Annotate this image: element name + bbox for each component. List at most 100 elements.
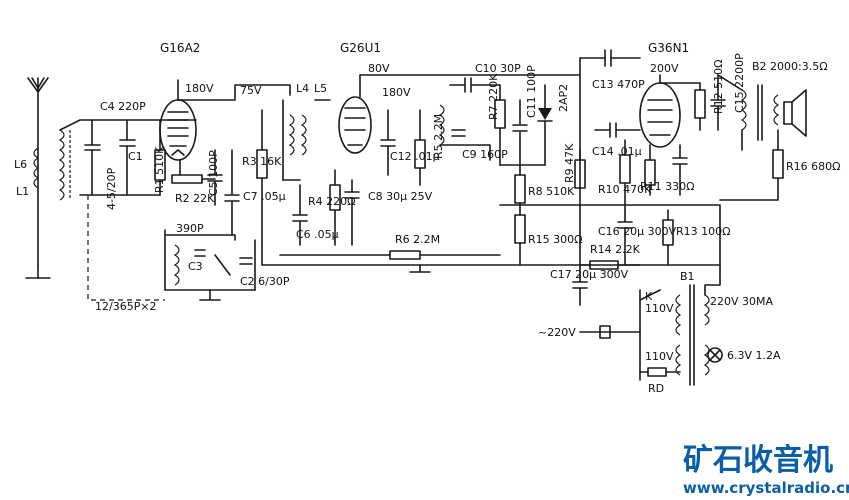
label-c6: C6 .05μ — [296, 228, 339, 241]
label-r11: R11 330Ω — [640, 180, 695, 193]
lamp-icon — [707, 347, 723, 363]
mains-plug-icon — [579, 325, 641, 339]
diode-2ap2 — [537, 84, 553, 166]
label-r4: R4 220Ω — [308, 195, 356, 208]
label-r1: R1 510K — [153, 146, 166, 193]
label-c3-pad: 390P — [176, 222, 204, 235]
capacitor-c14 — [594, 122, 641, 138]
resistor-r15 — [514, 209, 526, 266]
label-c17: C17 20μ 300V — [550, 268, 629, 281]
capacitor-c17 — [572, 264, 588, 306]
label-l6: L6 — [14, 158, 27, 171]
label-c7: C7 .05μ — [243, 190, 286, 203]
label-r6: R6 2.2M — [395, 233, 440, 246]
resistor-r7 — [494, 84, 506, 166]
resistor-r6 — [279, 250, 501, 260]
capacitor-c11 — [512, 99, 528, 166]
label-r15: R15 300Ω — [528, 233, 583, 246]
second-if-coil — [438, 104, 491, 161]
tube-v3 — [639, 82, 681, 148]
label-r14: R14 2.2K — [590, 243, 641, 256]
capacitor-c5 — [207, 149, 223, 206]
label-r3: R3 16K — [242, 155, 282, 168]
resistor-r9 — [574, 149, 586, 189]
capacitor-c6 — [292, 184, 308, 246]
label-c15: C15 2200P — [733, 53, 746, 113]
capacitor-c16 — [617, 209, 633, 266]
capacitor-c12 — [380, 109, 396, 176]
resistor-r4 — [329, 169, 341, 246]
v2-plate-voltage: 180V — [382, 86, 411, 99]
label-r5: R5 2.2M — [432, 114, 445, 159]
output-transformer — [717, 74, 780, 151]
voltage-80v: 80V — [368, 62, 390, 75]
resistor-r2 — [171, 159, 216, 184]
label-c11: C11 100P — [525, 65, 538, 118]
label-switch-k: K — [645, 290, 653, 303]
label-c13: C13 470P — [592, 78, 645, 91]
label-r8: R8 510K — [528, 185, 575, 198]
label-c5: C5 100P — [207, 150, 220, 196]
label-r16: R16 680Ω — [786, 160, 841, 173]
watermark-title: 矿石收音机 — [683, 443, 833, 478]
label-c16: C16 20μ 300V — [598, 225, 677, 238]
label-l5: L5 — [314, 82, 327, 95]
label-b1-primary-hi: 110V — [645, 302, 674, 315]
label-r7: R7 220K — [487, 73, 500, 120]
fuse-rd — [639, 367, 681, 377]
speaker-icon — [783, 89, 807, 137]
watermark-url: www.crystalradio.cn — [683, 479, 849, 497]
resistor-r11 — [644, 144, 656, 196]
label-gang-cap: 12/365P×2 — [95, 300, 157, 313]
tube-v1-label: G16A2 — [160, 41, 200, 55]
label-b1-primary-lo: 110V — [645, 350, 674, 363]
label-mains: ~220V — [538, 326, 576, 339]
capacitor-c15 — [710, 74, 726, 131]
capacitor-c13 — [579, 49, 641, 67]
resistor-r3 — [256, 109, 268, 246]
capacitor-c10 — [449, 77, 501, 93]
if-transformer — [282, 99, 331, 181]
v1-plate-voltage: 180V — [185, 82, 214, 95]
oscillator-coil — [164, 229, 256, 291]
input-tuning-caps — [79, 119, 165, 301]
resistor-r14 — [579, 260, 641, 270]
label-b1: B1 — [680, 270, 695, 283]
tube-v3-label: G36N1 — [648, 41, 689, 55]
resistor-r5 — [414, 109, 426, 186]
label-c1: C1 — [128, 150, 143, 163]
voltage-switch[interactable] — [639, 289, 661, 381]
label-b2: B2 2000:3.5Ω — [752, 60, 828, 73]
tube-v2 — [338, 96, 372, 154]
power-transformer — [675, 264, 721, 386]
label-r2: R2 22K — [175, 192, 215, 205]
label-b1-secondary: 220V 30MA — [710, 295, 774, 308]
label-fuse: RD — [648, 382, 664, 395]
antenna-icon — [27, 77, 49, 151]
label-c1-trim: 4-5/20P — [105, 167, 118, 210]
label-r9: R9 47K — [563, 143, 576, 183]
v3-plate-voltage: 200V — [650, 62, 679, 75]
capacitor-c7 — [224, 149, 240, 236]
label-2ap2: 2AP2 — [557, 84, 570, 112]
label-c2: C2 6/30P — [240, 275, 290, 288]
label-c14: C14 .01μ — [592, 145, 642, 158]
label-c10: C10 30P — [475, 62, 521, 75]
tube-v2-label: G26U1 — [340, 41, 381, 55]
label-c9: C9 160P — [462, 148, 508, 161]
resistor-r1 — [154, 119, 166, 196]
capacitor-c8 — [344, 179, 360, 246]
resistor-r16 — [719, 129, 784, 201]
label-r13: R13 100Ω — [676, 225, 731, 238]
label-lamp: 6.3V 1.2A — [727, 349, 781, 362]
label-l4: L4 — [296, 82, 309, 95]
label-r10: R10 470K — [598, 183, 652, 196]
resistor-r8 — [514, 164, 526, 211]
capacitor-cathode — [672, 144, 688, 196]
ground-icon — [199, 264, 431, 301]
input-coil — [25, 119, 81, 279]
label-c3: C3 — [188, 260, 203, 273]
label-c8: C8 30μ 25V — [368, 190, 433, 203]
